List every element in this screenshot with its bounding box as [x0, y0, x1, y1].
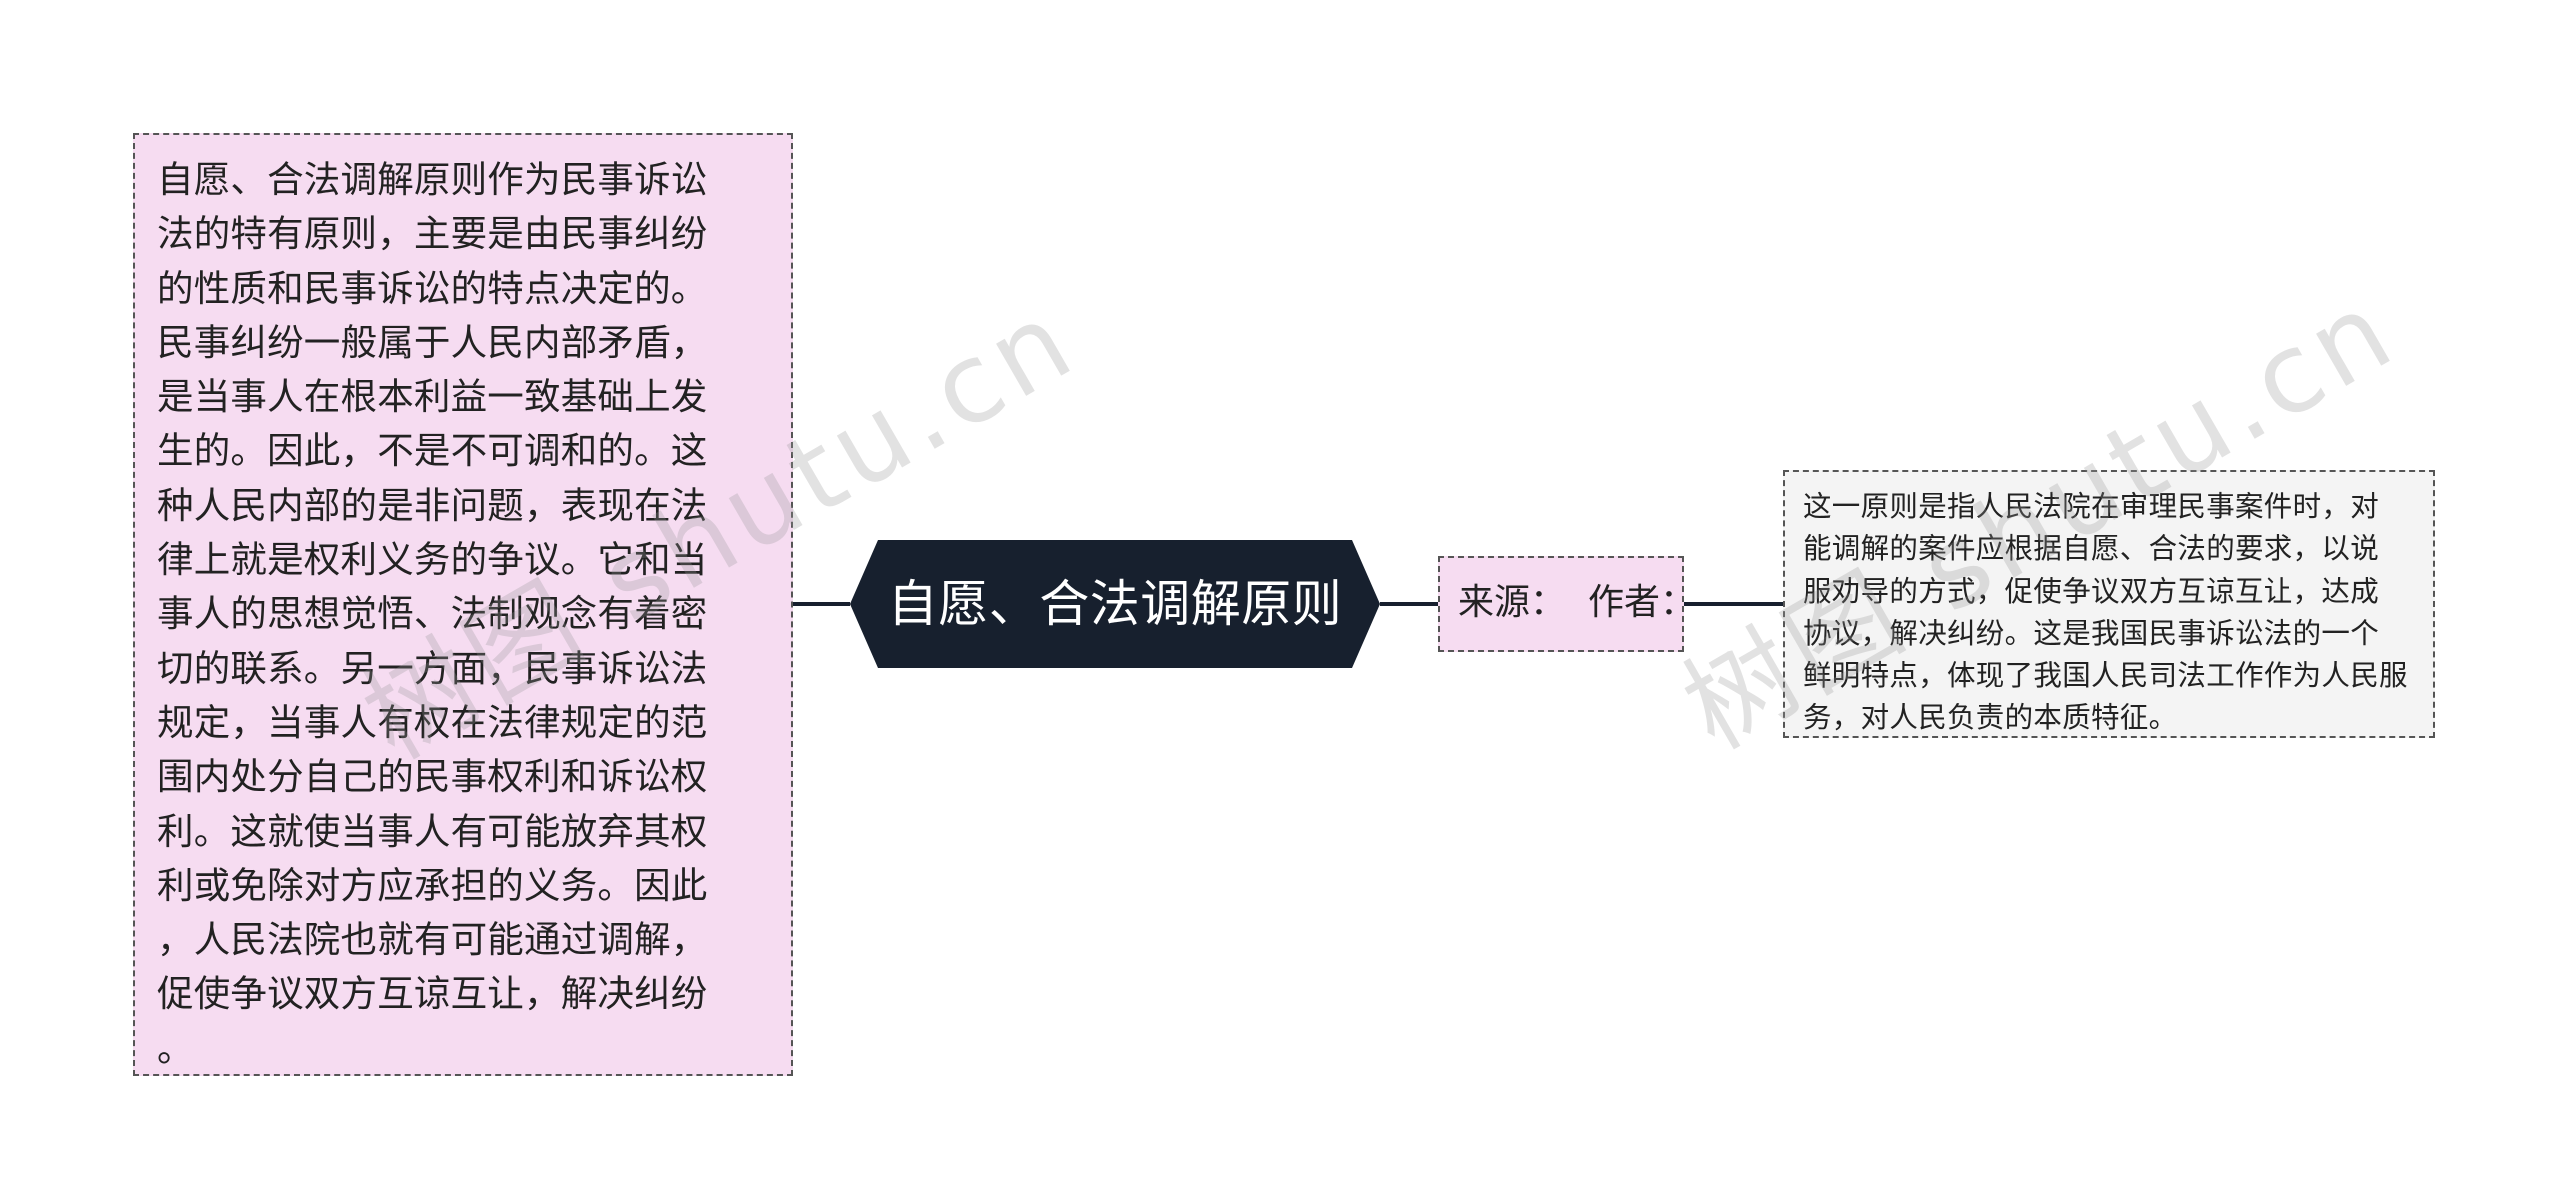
- detail-text-line: 这一原则是指人民法院在审理民事案件时，对: [1803, 490, 2380, 523]
- source-label: 来源：: [1458, 582, 1567, 623]
- left-branch-text-line: 利。这就使当事人有可能放弃其权: [157, 809, 708, 853]
- central-topic-hexagon: [850, 540, 1380, 668]
- left-branch-text-line: 事人的思想觉悟、法制观念有着密: [157, 592, 708, 636]
- detail-node[interactable]: 这一原则是指人民法院在审理民事案件时，对能调解的案件应根据自愿、合法的要求，以说…: [1783, 470, 2435, 738]
- source-author-node[interactable]: 来源： 作者：: [1438, 556, 1696, 652]
- detail-text-line: 能调解的案件应根据自愿、合法的要求，以说: [1803, 532, 2380, 566]
- left-branch-text-line: 律上就是权利义务的争议。它和当: [157, 538, 708, 582]
- left-branch-text-line: 。: [157, 1026, 194, 1070]
- detail-text-line: 协议，解决纠纷。这是我国民事诉讼法的一个: [1803, 616, 2380, 650]
- left-branch-text-line: 的性质和民事诉讼的特点决定的。: [157, 266, 708, 310]
- detail-text-line: 务，对人民负责的本质特征。: [1803, 701, 2178, 735]
- detail-text: 这一原则是指人民法院在审理民事案件时，对能调解的案件应根据自愿、合法的要求，以说…: [1803, 486, 2417, 740]
- left-branch-text-line: 民事纠纷一般属于人民内部矛盾，: [157, 320, 708, 364]
- detail-text-line: 鲜明特点，体现了我国人民司法工作作为人民服: [1803, 659, 2408, 693]
- central-topic-node[interactable]: 自愿、合法调解原则: [850, 540, 1380, 668]
- left-branch-text-line: 规定，当事人有权在法律规定的范: [157, 700, 708, 744]
- left-branch-node[interactable]: 自愿、合法调解原则作为民事诉讼法的特有原则，主要是由民事纠纷的性质和民事诉讼的特…: [133, 133, 793, 1076]
- detail-text-line: 服劝导的方式，促使争议双方互谅互让，达成: [1803, 574, 2380, 608]
- left-branch-text-line: 利或免除对方应承担的义务。因此: [157, 863, 708, 907]
- left-branch-text-line: 是当事人在根本利益一致基础上发: [157, 375, 708, 419]
- left-branch-text: 自愿、合法调解原则作为民事诉讼法的特有原则，主要是由民事纠纷的性质和民事诉讼的特…: [157, 153, 769, 1076]
- left-branch-text-line: 切的联系。另一方面，民事诉讼法: [157, 646, 708, 690]
- left-branch-text-line: 种人民内部的是非问题，表现在法: [157, 483, 708, 527]
- central-topic-label: 自愿、合法调解原则: [887, 575, 1343, 633]
- left-branch-text-line: 促使争议双方互谅互让，解决纠纷: [157, 972, 708, 1016]
- left-branch-text-line: ，人民法院也就有可能通过调解，: [157, 918, 708, 962]
- left-branch-text-line: 法的特有原则，主要是由民事纠纷: [157, 212, 708, 256]
- left-branch-text-line: 自愿、合法调解原则作为民事诉讼: [157, 158, 708, 201]
- central-topic-shape: [850, 540, 1380, 668]
- left-branch-text-line: 生的。因此，不是不可调和的。这: [157, 429, 708, 473]
- left-branch-text-line: 围内处分自己的民事权利和诉讼权: [157, 755, 708, 799]
- author-label: 作者：: [1588, 582, 1697, 623]
